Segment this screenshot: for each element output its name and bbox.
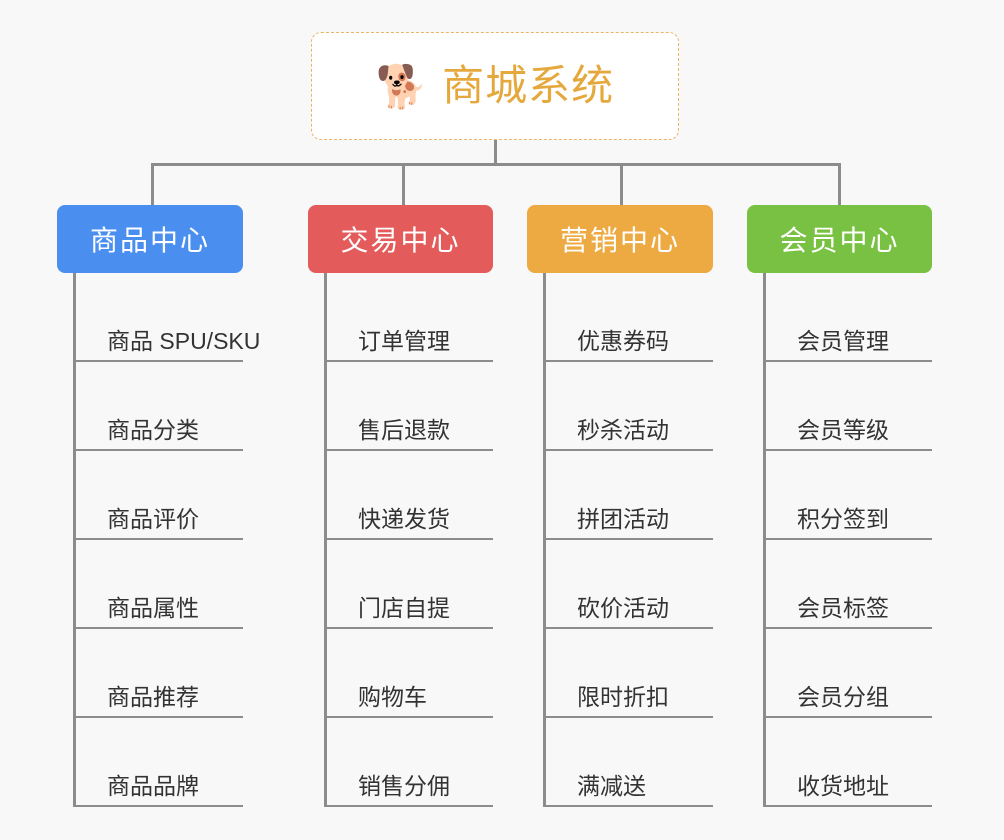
category-label: 营销中心: [559, 225, 680, 256]
leaf-item[interactable]: 优惠券码: [543, 273, 713, 362]
leaf-label: 会员标签: [797, 594, 889, 621]
leaf-item[interactable]: 售后退款: [324, 362, 493, 451]
category-column-product-center: 商品中心商品 SPU/SKU 商品分类商品评价商品属性商品推荐商品品牌: [57, 205, 260, 807]
leaf-label: 商品推荐: [107, 683, 199, 710]
leaf-label: 售后退款: [358, 416, 450, 443]
leaf-label: 销售分佣: [358, 772, 450, 799]
leaf-label: 拼团活动: [577, 505, 669, 532]
connector-drop-product-center: [151, 163, 154, 205]
leaf-item[interactable]: 商品评价: [73, 451, 243, 540]
leaf-label: 限时折扣: [577, 683, 669, 710]
leaf-label: 商品 SPU/SKU: [107, 327, 261, 354]
connector-trunk-product-center: [73, 273, 76, 807]
leaf-label: 商品属性: [107, 594, 199, 621]
leaf-label: 秒杀活动: [577, 416, 669, 443]
category-label: 交易中心: [340, 225, 461, 256]
shiba-dog-icon: 🐕: [375, 63, 429, 110]
leaf-item[interactable]: 会员分组: [763, 629, 932, 718]
leaf-label: 订单管理: [358, 327, 450, 354]
connector-drop-trade-center: [402, 163, 405, 205]
leaf-item[interactable]: 商品分类: [73, 362, 243, 451]
connector-trunk-marketing-center: [543, 273, 546, 807]
leaf-item[interactable]: 商品 SPU/SKU: [73, 273, 260, 362]
leaf-item[interactable]: 快递发货: [324, 451, 493, 540]
leaf-item[interactable]: 拼团活动: [543, 451, 713, 540]
leaf-label: 优惠券码: [577, 327, 669, 354]
connector-trunk-member-center: [763, 273, 766, 807]
root-node[interactable]: 🐕 商城系统: [311, 32, 679, 140]
leaf-item[interactable]: 秒杀活动: [543, 362, 713, 451]
leaf-item[interactable]: 收货地址: [763, 718, 932, 807]
leaf-list-marketing-center: 优惠券码秒杀活动拼团活动砍价活动限时折扣满减送: [527, 273, 713, 807]
leaf-item[interactable]: 商品推荐: [73, 629, 243, 718]
connector-horizontal-bus: [151, 163, 839, 166]
connector-trunk-trade-center: [324, 273, 327, 807]
category-header-trade-center[interactable]: 交易中心: [308, 205, 493, 273]
category-column-trade-center: 交易中心订单管理售后退款快递发货门店自提购物车销售分佣: [308, 205, 493, 807]
leaf-item[interactable]: 订单管理: [324, 273, 493, 362]
leaf-item[interactable]: 会员管理: [763, 273, 932, 362]
leaf-label: 会员管理: [797, 327, 889, 354]
category-header-member-center[interactable]: 会员中心: [747, 205, 932, 273]
connector-root-stem: [494, 140, 497, 165]
leaf-item[interactable]: 会员标签: [763, 540, 932, 629]
category-label: 商品中心: [89, 225, 210, 256]
root-title: 商城系统: [442, 62, 615, 109]
leaf-label: 商品品牌: [107, 772, 199, 799]
leaf-item[interactable]: 销售分佣: [324, 718, 493, 807]
leaf-label: 快递发货: [358, 505, 450, 532]
leaf-list-product-center: 商品 SPU/SKU 商品分类商品评价商品属性商品推荐商品品牌: [57, 273, 260, 807]
leaf-item[interactable]: 会员等级: [763, 362, 932, 451]
category-label: 会员中心: [779, 225, 900, 256]
leaf-label: 商品分类: [107, 416, 199, 443]
category-header-marketing-center[interactable]: 营销中心: [527, 205, 713, 273]
connector-drop-member-center: [838, 163, 841, 205]
category-column-marketing-center: 营销中心优惠券码秒杀活动拼团活动砍价活动限时折扣满减送: [527, 205, 713, 807]
leaf-label: 会员分组: [797, 683, 889, 710]
leaf-label: 满减送: [577, 772, 646, 799]
leaf-item[interactable]: 门店自提: [324, 540, 493, 629]
leaf-item[interactable]: 购物车: [324, 629, 493, 718]
category-column-member-center: 会员中心会员管理会员等级积分签到会员标签会员分组收货地址: [747, 205, 932, 807]
leaf-label: 购物车: [358, 683, 427, 710]
leaf-list-trade-center: 订单管理售后退款快递发货门店自提购物车销售分佣: [308, 273, 493, 807]
leaf-label: 门店自提: [358, 594, 450, 621]
leaf-label: 会员等级: [797, 416, 889, 443]
leaf-label: 收货地址: [797, 772, 889, 799]
leaf-label: 砍价活动: [577, 594, 669, 621]
leaf-item[interactable]: 砍价活动: [543, 540, 713, 629]
leaf-label: 积分签到: [797, 505, 889, 532]
leaf-item[interactable]: 商品品牌: [73, 718, 243, 807]
leaf-item[interactable]: 商品属性: [73, 540, 243, 629]
category-header-product-center[interactable]: 商品中心: [57, 205, 243, 273]
leaf-list-member-center: 会员管理会员等级积分签到会员标签会员分组收货地址: [747, 273, 932, 807]
leaf-item[interactable]: 积分签到: [763, 451, 932, 540]
leaf-item[interactable]: 限时折扣: [543, 629, 713, 718]
leaf-label: 商品评价: [107, 505, 199, 532]
leaf-item[interactable]: 满减送: [543, 718, 713, 807]
connector-drop-marketing-center: [620, 163, 623, 205]
